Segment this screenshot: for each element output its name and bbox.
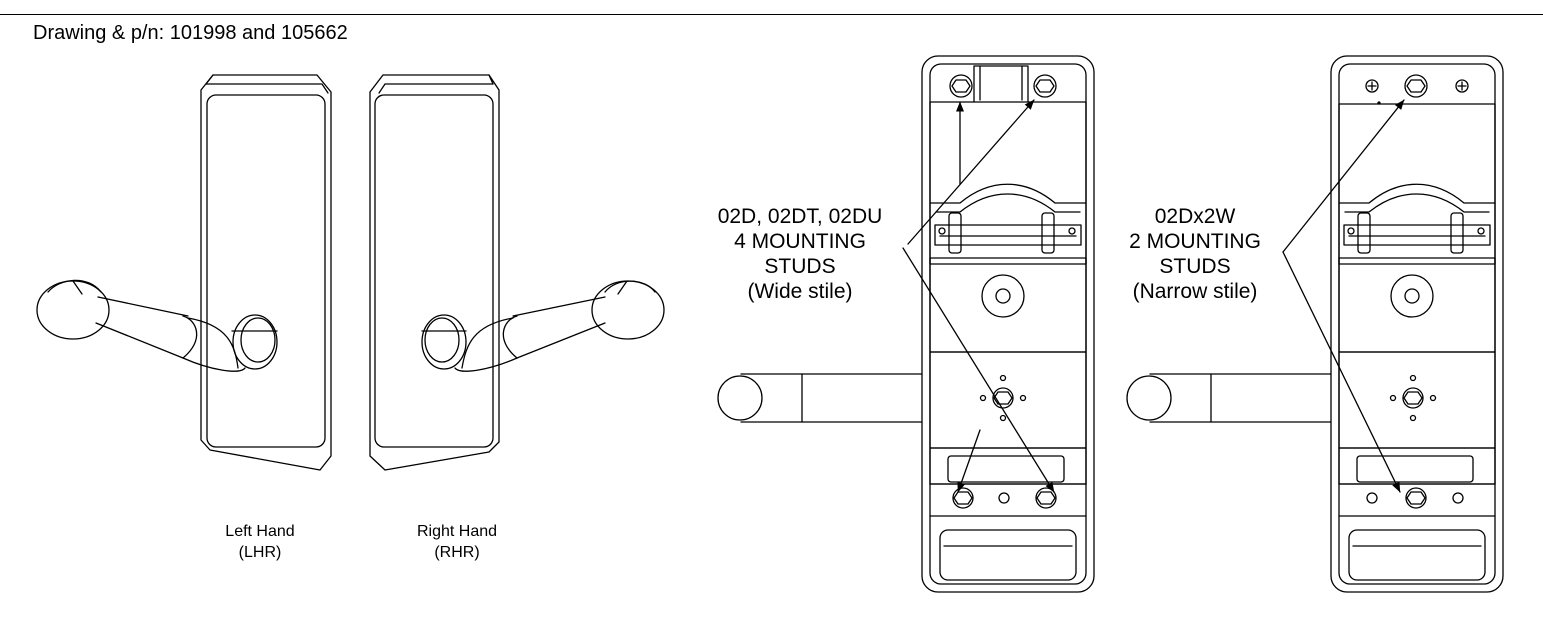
- narrow-studs: 2 MOUNTING: [1129, 230, 1261, 253]
- wide-models: 02D, 02DT, 02DU: [717, 205, 883, 228]
- narrow-stile-body: [1126, 55, 1504, 593]
- narrow-stile-callout: 02Dx2W 2 MOUNTING STUDS (Narrow stile): [1110, 204, 1280, 304]
- left-hand-code: (LHR): [238, 544, 282, 561]
- drawing-header: Drawing & p/n: 101998 and 105662: [33, 22, 348, 44]
- left-hand-caption: Left Hand (LHR): [210, 521, 310, 563]
- right-hand-label: Right Hand: [416, 523, 498, 540]
- narrow-stile-leaders: [1282, 99, 1405, 493]
- left-hand-label: Left Hand: [225, 523, 295, 540]
- right-hand-caption: Right Hand (RHR): [402, 521, 512, 563]
- right-hand-trim: [369, 74, 665, 471]
- narrow-unit: STUDS: [1159, 255, 1231, 278]
- wide-stile-body: [717, 55, 1095, 593]
- wide-stile-callout: 02D, 02DT, 02DU 4 MOUNTING STUDS (Wide s…: [695, 204, 905, 304]
- top-rule: [0, 14, 1543, 15]
- wide-stile-label: (Wide stile): [747, 280, 853, 303]
- wide-stile-leaders: [902, 99, 1055, 493]
- narrow-models: 02Dx2W: [1154, 205, 1236, 228]
- right-hand-code: (RHR): [434, 544, 480, 561]
- narrow-stile-label: (Narrow stile): [1132, 280, 1258, 303]
- wide-studs: 4 MOUNTING: [734, 230, 866, 253]
- wide-unit: STUDS: [764, 255, 836, 278]
- left-hand-trim: [36, 74, 332, 471]
